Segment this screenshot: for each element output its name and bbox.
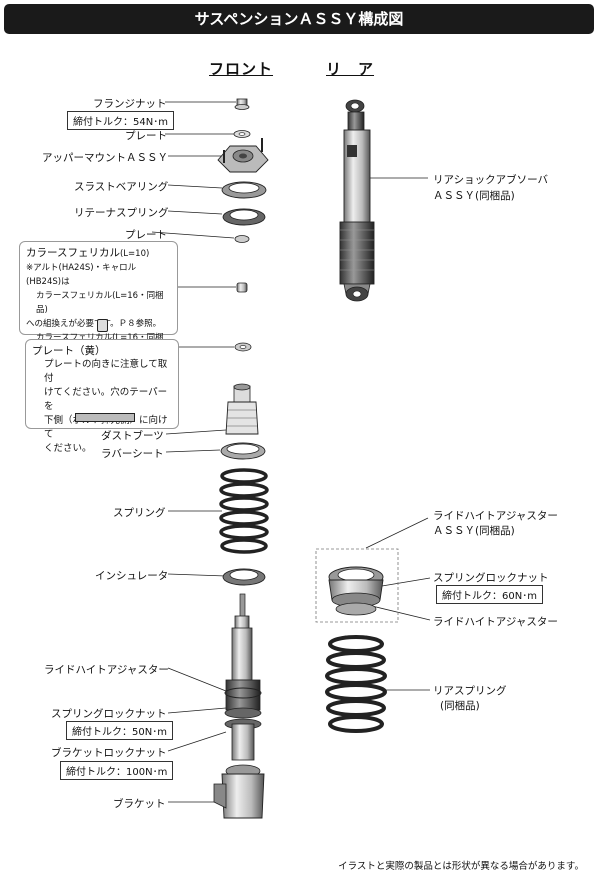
label-plate-1: プレート: [125, 130, 167, 142]
thrust-bearing-part: [221, 181, 267, 199]
front-leader-lines: [151, 101, 236, 803]
label-rear-ride-height-adjuster: ライドハイトアジャスター: [433, 616, 558, 628]
flange-nut-part: [234, 98, 250, 110]
footnote: イラストと実際の製品とは形状が異なる場合があります。: [338, 861, 584, 872]
page-title: サスペンションＡＳＳＹ構成図: [4, 4, 594, 34]
label-rear-spring-line2: (同梱品): [440, 700, 480, 712]
label-bracket-lock-nut: ブラケットロックナット: [51, 747, 167, 759]
rear-shock-part: [339, 99, 375, 302]
rear-spring-part: [325, 635, 387, 733]
collar-spherical-icon: [97, 319, 108, 332]
front-shock-part: [213, 593, 265, 819]
label-plate-2: プレート: [125, 229, 167, 241]
rubber-sheet-part: [220, 442, 266, 460]
label-rear-spring-line1: リアスプリング: [433, 685, 507, 697]
rear-ride-height-adjuster-part: [328, 566, 384, 616]
torque-rear-spring-lock-nut: 締付トルク：60N･m: [436, 585, 543, 604]
collar-note-title-suffix: (L=10): [119, 249, 150, 259]
label-rear-shock-line2: ＡＳＳＹ(同梱品): [433, 190, 515, 202]
plate-note-line1: プレートの向きに注意して取付: [44, 359, 168, 384]
label-dust-boot: ダストブーツ: [101, 430, 164, 442]
front-spring-part: [219, 468, 269, 554]
plate-note-title: プレート（黄）: [32, 345, 106, 357]
label-thrust-bearing: スラストベアリング: [74, 181, 169, 193]
plate-part-2: [234, 235, 250, 243]
collar-note-line3: への組換えが必要です。Ｐ８参照。: [26, 319, 162, 329]
label-flange-nut: フランジナット: [93, 98, 167, 110]
rear-leader-lines: [362, 177, 431, 691]
plate-note-line2: けてください。穴のテーパーを: [44, 387, 168, 412]
label-ride-height-adjuster: ライドハイトアジャスター: [44, 664, 169, 676]
label-bracket: ブラケット: [113, 798, 166, 810]
torque-spring-lock-nut: 締付トルク：50N･m: [66, 721, 173, 740]
label-rubber-sheet: ラバーシート: [101, 448, 164, 460]
dust-boot-part: [225, 383, 259, 435]
label-spring-lock-nut: スプリングロックナット: [51, 708, 167, 720]
label-spring: スプリング: [113, 507, 166, 519]
plate-note-line4: ください。: [44, 443, 92, 454]
label-upper-mount: アッパーマウントＡＳＳＹ: [42, 152, 168, 164]
label-rear-rha-assy-line2: ＡＳＳＹ(同梱品): [433, 525, 515, 537]
label-retainer-spring: リテーナスプリング: [74, 207, 169, 219]
rear-rha-assy-box: [315, 548, 399, 623]
insulator-part: [222, 568, 266, 586]
collar-note-title: カラースフェリカル: [26, 247, 120, 259]
plate-yellow-icon: [75, 413, 135, 422]
collar-spherical-part: [236, 282, 248, 293]
front-heading: フロント: [209, 60, 274, 78]
torque-bracket-lock-nut: 締付トルク：100N･m: [60, 761, 174, 780]
torque-flange-nut: 締付トルク：54N･m: [67, 111, 174, 130]
upper-mount-part: [217, 138, 269, 173]
collar-note-line2: カラースフェリカル(L=16・同梱品): [36, 291, 164, 315]
collar-note-line1: ※アルト(HA24S)・キャロル(HB24S)は: [26, 263, 137, 287]
label-rear-shock-line1: リアショックアブソーバ: [433, 174, 548, 186]
label-rear-spring-lock-nut: スプリングロックナット: [433, 572, 549, 584]
label-insulator: インシュレータ: [95, 570, 169, 582]
retainer-spring-part: [222, 208, 266, 226]
rear-heading: リ ア: [326, 60, 375, 78]
label-rear-rha-assy-line1: ライドハイトアジャスター: [433, 510, 558, 522]
